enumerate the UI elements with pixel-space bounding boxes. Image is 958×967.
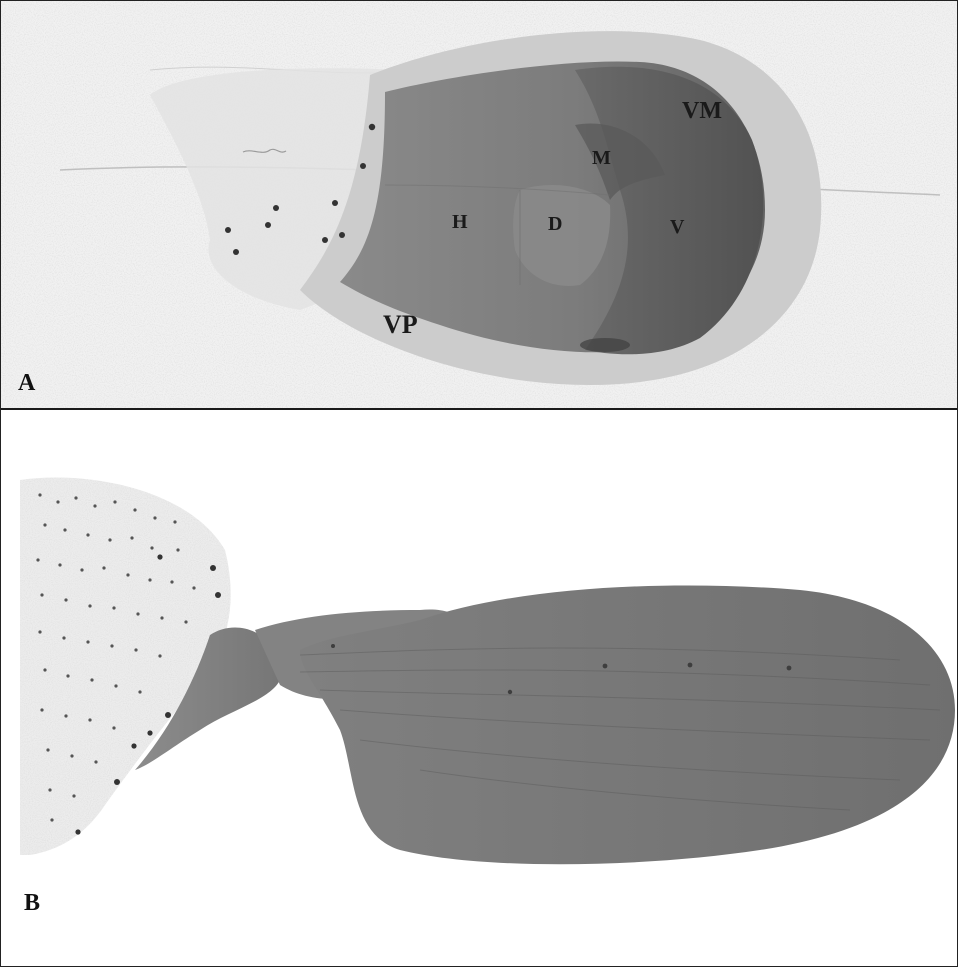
cell-dot <box>265 222 271 228</box>
panel-label-a: A <box>18 370 36 396</box>
edge-dot <box>215 592 221 598</box>
cell-dot <box>273 205 279 211</box>
panel-b-illustration: B <box>0 410 958 967</box>
lobe-speck <box>688 663 693 668</box>
cell-dot <box>339 232 345 238</box>
edge-dot <box>210 565 216 571</box>
region-label-vp: VP <box>383 310 418 339</box>
cell-dot <box>233 249 239 255</box>
region-label-d: D <box>548 213 562 235</box>
lobe-speck <box>508 690 512 694</box>
main-lobe <box>300 585 955 864</box>
panel-a-illustration: VM M H D V VP A <box>0 0 958 410</box>
region-label-v: V <box>670 216 685 238</box>
panel-a: VM M H D V VP A <box>0 0 958 410</box>
region-label-h: H <box>452 211 468 233</box>
lobe-speck <box>331 644 335 648</box>
panel-b: B <box>0 410 958 967</box>
region-label-vm: VM <box>682 98 722 124</box>
panel-label-b: B <box>24 890 40 916</box>
bottom-blob <box>580 338 630 352</box>
lobe-speck <box>787 666 792 671</box>
edge-dot <box>75 829 80 834</box>
edge-dot <box>114 779 120 785</box>
cell-dot <box>369 124 375 130</box>
cell-dot <box>225 227 231 233</box>
cell-dot <box>332 200 338 206</box>
edge-dot <box>131 743 136 748</box>
cell-dot <box>360 163 366 169</box>
edge-dot <box>165 712 171 718</box>
lobe-speck <box>603 664 608 669</box>
region-label-m: M <box>592 147 611 169</box>
edge-dot <box>157 554 162 559</box>
cell-dot <box>322 237 328 243</box>
edge-dot <box>147 730 152 735</box>
